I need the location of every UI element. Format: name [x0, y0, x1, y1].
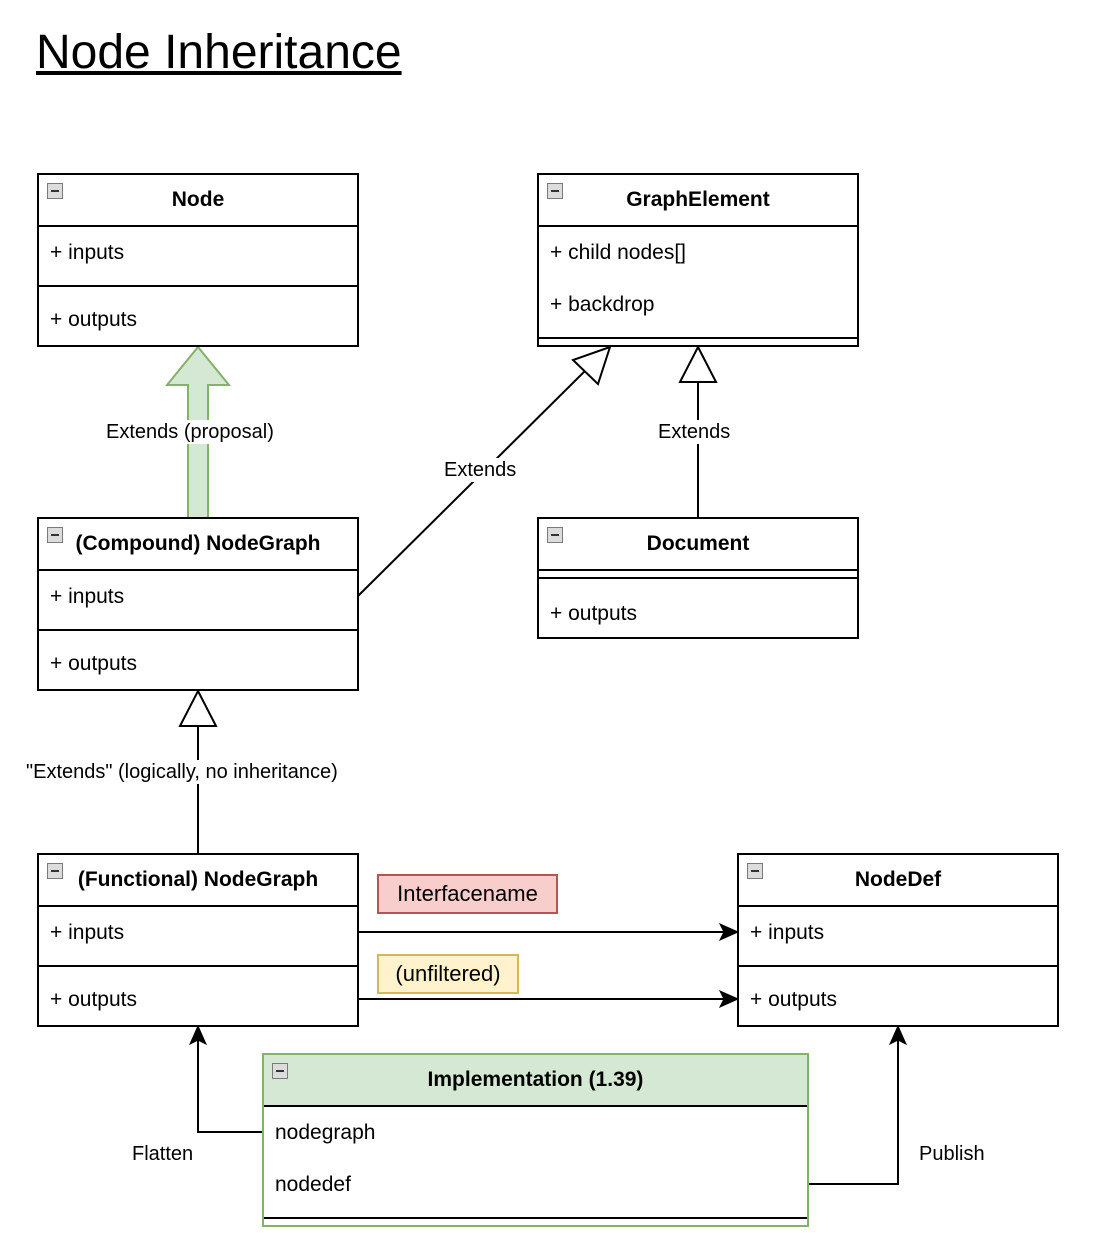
attribute: nodedef — [275, 1173, 351, 1196]
attribute: + inputs — [750, 921, 825, 944]
collapse-minus-icon[interactable] — [47, 183, 63, 199]
class-node[interactable]: Node + inputs + outputs — [37, 173, 359, 347]
unfiltered-tag: (unfiltered) — [377, 954, 519, 994]
class-name: Document — [646, 532, 750, 555]
extends-logical-arrowhead — [178, 688, 218, 727]
class-name: NodeDef — [854, 868, 942, 891]
extends-graph-arrowhead — [571, 345, 612, 386]
publish-arrowhead — [888, 1024, 908, 1046]
attribute: + inputs — [50, 921, 125, 944]
edge-label-flatten: Flatten — [132, 1143, 194, 1165]
class-document[interactable]: Document + outputs — [537, 517, 859, 639]
class-implementation[interactable]: Implementation (1.39) nodegraph nodedef — [262, 1053, 809, 1227]
class-nodedef[interactable]: NodeDef + inputs + outputs — [737, 853, 1059, 1027]
class-name: Implementation (1.39) — [427, 1068, 644, 1091]
attribute: + outputs — [750, 988, 837, 1011]
collapse-minus-icon[interactable] — [47, 527, 63, 543]
attribute: + inputs — [50, 241, 125, 264]
attribute: + child nodes[] — [550, 241, 687, 264]
class-compound-nodegraph[interactable]: (Compound) NodeGraph + inputs + outputs — [37, 517, 359, 691]
class-name: (Functional) NodeGraph — [77, 868, 319, 891]
page-title: Node Inheritance — [36, 26, 402, 79]
attribute: + outputs — [550, 602, 637, 625]
attribute: + outputs — [50, 308, 137, 331]
collapse-minus-icon[interactable] — [272, 1063, 288, 1079]
publish-line — [808, 1040, 899, 1185]
attribute: + outputs — [50, 988, 137, 1011]
collapse-minus-icon[interactable] — [547, 183, 563, 199]
edge-label-extends-document: Extends — [658, 420, 731, 444]
flatten-line — [197, 1040, 263, 1133]
flatten-arrowhead — [188, 1024, 208, 1046]
class-name: (Compound) NodeGraph — [75, 532, 321, 555]
attribute: nodegraph — [275, 1121, 376, 1144]
attribute: + outputs — [50, 652, 137, 675]
extends-document-arrowhead — [678, 344, 718, 383]
edge-label-publish: Publish — [919, 1143, 985, 1165]
attribute: + backdrop — [550, 293, 655, 316]
edge-label-extends-logical: "Extends" (logically, no inheritance) — [26, 760, 338, 784]
collapse-minus-icon[interactable] — [547, 527, 563, 543]
edge-label-extends-graph: Extends — [444, 458, 517, 482]
class-graph-element[interactable]: GraphElement + child nodes[] + backdrop — [537, 173, 859, 347]
edge-label-extends-proposal: Extends (proposal) — [106, 420, 274, 444]
collapse-minus-icon[interactable] — [47, 863, 63, 879]
interfacename-arrowhead — [718, 922, 740, 942]
class-functional-nodegraph[interactable]: (Functional) NodeGraph + inputs + output… — [37, 853, 359, 1027]
interfacename-tag: Interfacename — [377, 874, 558, 914]
collapse-minus-icon[interactable] — [747, 863, 763, 879]
unfiltered-arrowhead — [718, 989, 740, 1009]
attribute: + inputs — [50, 585, 125, 608]
class-name: GraphElement — [626, 188, 770, 211]
class-name: Node — [171, 188, 225, 211]
